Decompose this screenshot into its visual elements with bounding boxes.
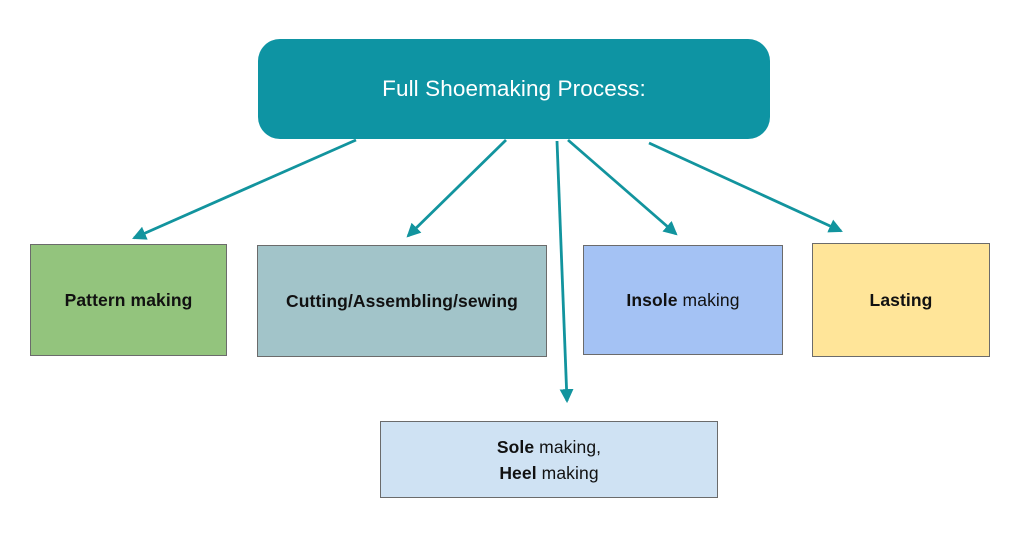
node-sole-heel-making: Sole making, Heel making <box>380 421 718 498</box>
arrow-to-sole-heel-making <box>555 140 574 404</box>
arrow-to-cutting-assembling-sewing <box>406 138 507 238</box>
sole-making-line: Sole making, <box>496 436 602 457</box>
node-cutting-assembling-sewing-label: Cutting/Assembling/sewing <box>286 290 518 311</box>
node-lasting: Lasting <box>812 243 990 357</box>
node-insole-making-label: Insole making <box>626 289 740 310</box>
root-node-full-shoemaking-process: Full Shoemaking Process: <box>258 39 770 139</box>
arrow-to-pattern-making <box>132 138 357 240</box>
node-cutting-assembling-sewing: Cutting/Assembling/sewing <box>257 245 547 357</box>
node-lasting-label: Lasting <box>869 289 933 310</box>
node-pattern-making-label: Pattern making <box>64 289 193 310</box>
node-sole-heel-making-label: Sole making, Heel making <box>497 434 601 486</box>
node-pattern-making: Pattern making <box>30 244 227 356</box>
arrow-to-lasting <box>648 141 843 233</box>
node-insole-making: Insole making <box>583 245 783 355</box>
root-node-title: Full Shoemaking Process: <box>382 76 646 101</box>
arrow-to-insole-making <box>567 138 678 236</box>
heel-making-line: Heel making <box>499 462 599 483</box>
